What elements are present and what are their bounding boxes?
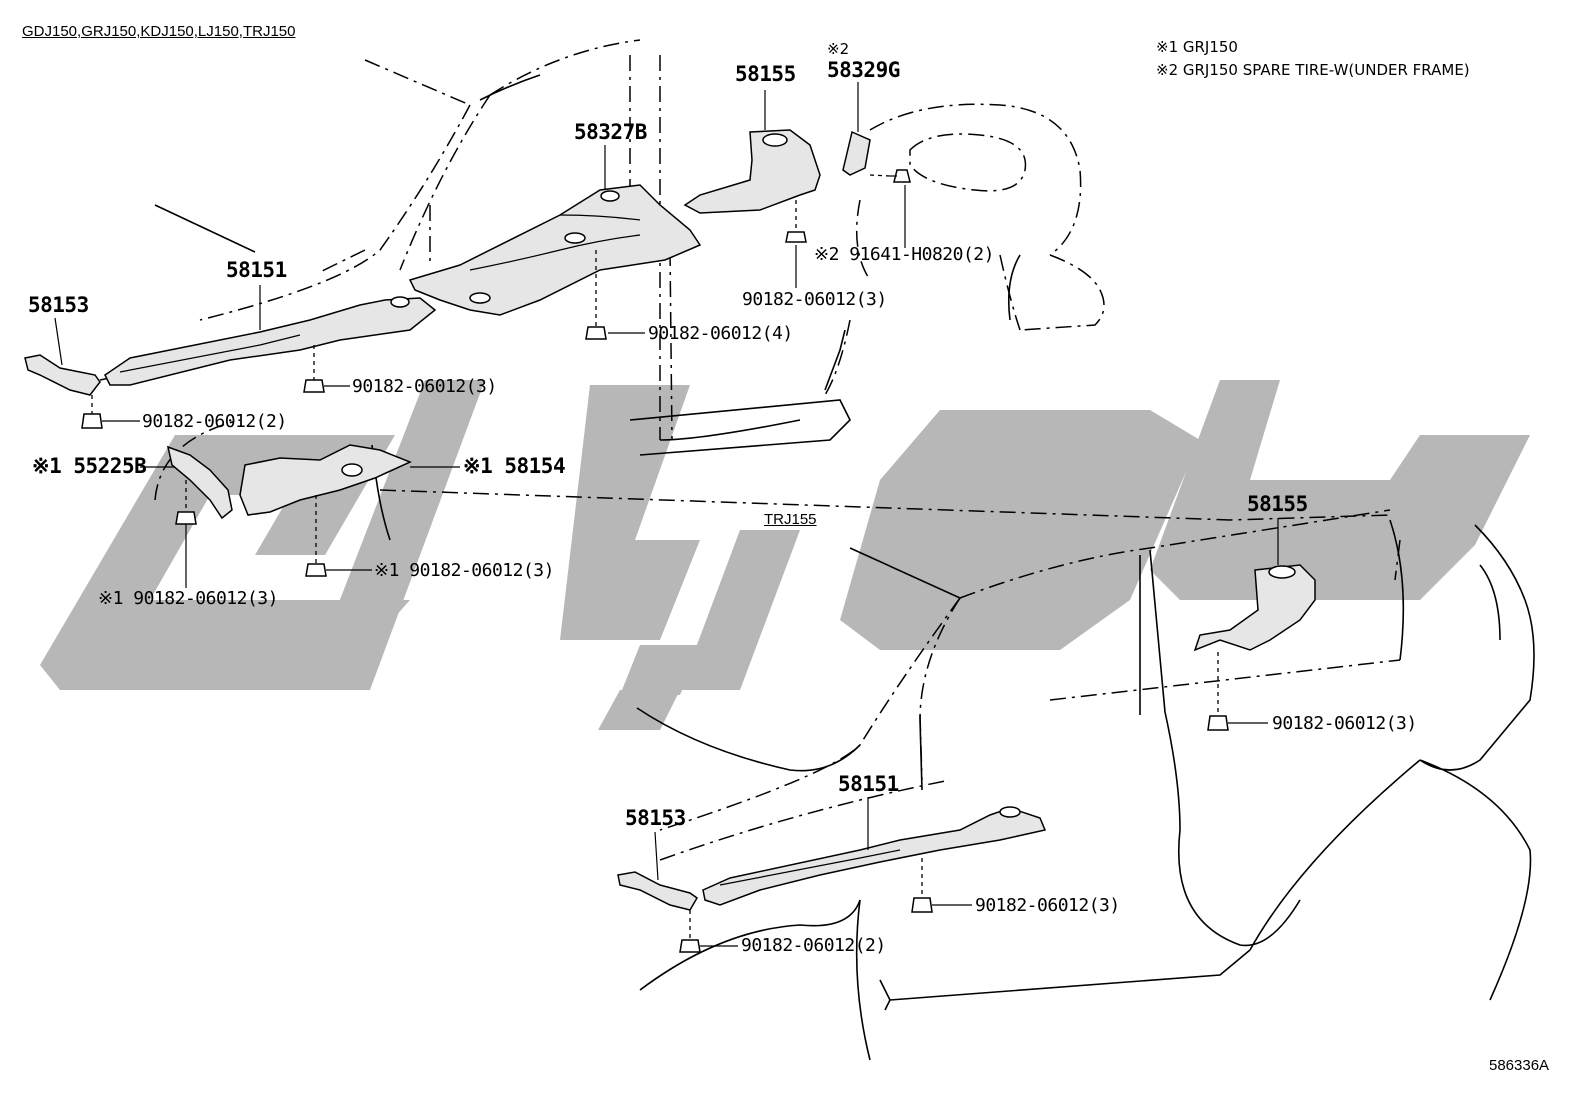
part-label-nut-55225b[interactable]: ※1 90182-06012(3) [98,588,278,609]
part-label-58153-bottom[interactable]: 58153 [625,806,686,830]
header-group-b: TRJ155 [764,511,817,528]
part-58153-top-drawing [24,354,101,396]
part-label-58154[interactable]: ※1 58154 [463,454,566,478]
part-label-nut-58153-bottom[interactable]: 90182-06012(2) [741,935,886,956]
part-58151-top-drawing [104,296,437,386]
part-label-nut-58155-top[interactable]: 90182-06012(3) [742,289,887,310]
part-label-58155-top[interactable]: 58155 [735,62,796,86]
lower-vehicle-outline [636,509,1535,1061]
part-label-nut-58154[interactable]: ※1 90182-06012(3) [374,560,554,581]
note-2: ※2 GRJ150 SPARE TIRE-W(UNDER FRAME) [1156,61,1470,79]
watermark-logo [40,380,1530,730]
part-58329g-drawing [842,130,871,176]
part-label-58327b[interactable]: 58327B [574,120,647,144]
upper-vehicle-outline [99,39,1391,541]
part-label-nut-58153-top[interactable]: 90182-06012(2) [142,411,287,432]
part-label-58155-bottom[interactable]: 58155 [1247,492,1308,516]
part-label-58151-bottom[interactable]: 58151 [838,772,899,796]
part-label-nut-58155-bottom[interactable]: 90182-06012(3) [1272,713,1417,734]
part-55225b-drawing [166,445,233,520]
part-label-58153-top[interactable]: 58153 [28,293,89,317]
part-58155-top-drawing [683,129,821,214]
part-label-nut-58327b[interactable]: 90182-06012(4) [648,323,793,344]
part-58154-drawing [239,444,412,516]
diagram-code: 586336A [1489,1057,1550,1074]
part-label-58329g-mark: ※2 [827,40,850,58]
part-58155-bottom-drawing [1193,564,1316,652]
part-58327b-drawing [408,184,702,316]
header-group-a: GDJ150,GRJ150,KDJ150,LJ150,TRJ150 [22,23,296,40]
part-label-55225b[interactable]: ※1 55225B [32,454,147,478]
part-58153-bottom-drawing [617,871,698,911]
part-label-58329g[interactable]: 58329G [827,58,900,82]
part-label-58151-top[interactable]: 58151 [226,258,287,282]
fasteners [81,169,1229,953]
part-label-nut-58151-bottom[interactable]: 90182-06012(3) [975,895,1120,916]
note-1: ※1 GRJ150 [1156,38,1238,56]
leader-lines [54,82,1279,947]
part-label-nut-58151-top[interactable]: 90182-06012(3) [352,376,497,397]
part-58151-bottom-drawing [702,806,1047,906]
part-label-91641-h0820[interactable]: ※2 91641-H0820(2) [814,244,994,265]
spare-tire [855,103,1105,331]
